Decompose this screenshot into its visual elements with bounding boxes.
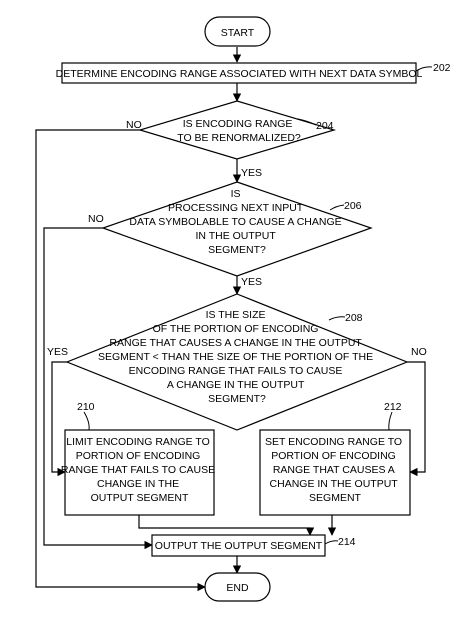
leader-204 [297, 118, 317, 126]
process-212-line-3: RANGE THAT CAUSES A [273, 464, 395, 476]
reference-numerals: 202 204 206 208 210 212 214 [77, 62, 451, 548]
leader-214 [324, 540, 339, 545]
decision-208 [65, 293, 409, 431]
decision-208-line-1: IS THE SIZE [206, 309, 266, 321]
svg-text:SET ENCODING RANGE TO PO: SET ENCODING RANGE TO PORTION OF ENCODIN… [265, 436, 405, 504]
process-212-line-1: SET ENCODING RANGE TO [265, 436, 402, 448]
process-212 [259, 429, 411, 516]
node-start: START [204, 16, 271, 47]
svg-text:IS THE SIZE OF THE PORTI: IS THE SIZE OF THE PORTION OF ENCODING R… [98, 309, 376, 405]
branch-206-yes: YES [241, 276, 262, 288]
decision-208-line-5: ENCODING RANGE THAT FAILS TO CAUSE [129, 365, 343, 377]
end-label: END [226, 582, 249, 594]
decision-208-line-3: RANGE THAT CAUSES A CHANGE IN THE OUTPUT [109, 337, 362, 349]
edge-204-no [35, 129, 206, 592]
connectors [35, 47, 426, 592]
process-202-label: DETERMINE ENCODING RANGE ASSOCIATED WITH… [56, 68, 423, 80]
branch-206-no: NO [88, 213, 104, 225]
branch-labels: NO YES NO YES YES NO [47, 119, 427, 358]
start-label: START [221, 27, 255, 39]
node-end: END [204, 572, 271, 602]
node-210: LIMIT ENCODING RANGE TO PORTION OF ENCOD… [61, 429, 218, 516]
ref-208: 208 [345, 312, 363, 324]
edge-208-no [407, 361, 426, 477]
process-210-line-2: PORTION OF ENCODING [76, 450, 201, 462]
process-212-line-4: CHANGE IN THE OUTPUT [270, 478, 399, 490]
decision-208-line-7: SEGMENT? [208, 393, 266, 405]
ref-214: 214 [338, 536, 356, 548]
leader-208 [328, 316, 346, 321]
process-214 [151, 534, 326, 557]
process-210-line-5: OUTPUT SEGMENT [91, 492, 189, 504]
decision-206 [101, 181, 373, 277]
decision-206-line-2: PROCESSING NEXT INPUT [168, 202, 304, 214]
edge-210-214 [138, 515, 315, 536]
node-214: OUTPUT THE OUTPUT SEGMENT [151, 534, 326, 557]
branch-208-yes: YES [47, 346, 68, 358]
decision-204 [137, 100, 337, 160]
ref-210: 210 [77, 401, 95, 413]
leader-210 [83, 411, 90, 431]
edge-206-no [43, 227, 153, 550]
decision-204-line-2: TO BE RENORMALIZED? [177, 132, 301, 144]
decision-206-line-1: IS [231, 188, 241, 200]
node-202: DETERMINE ENCODING RANGE ASSOCIATED WITH… [56, 62, 423, 84]
process-210 [64, 429, 215, 516]
decision-204-line-1: IS ENCODING RANGE [183, 118, 293, 130]
ref-202: 202 [433, 62, 451, 74]
svg-text:DETERMINE ENCODING RANGE ASSOC: DETERMINE ENCODING RANGE ASSOCIATED WITH… [56, 68, 423, 80]
process-210-line-4: CHANGE IN THE [97, 478, 179, 490]
node-204: IS ENCODING RANGE TO BE RENORMALIZED? [137, 100, 337, 160]
svg-text:END: END [226, 582, 249, 594]
branch-204-yes: YES [241, 167, 262, 179]
process-212-line-5: SEGMENT [309, 492, 362, 504]
decision-208-line-2: OF THE PORTION OF ENCODING [153, 323, 319, 335]
branch-204-no: NO [126, 119, 142, 131]
process-214-label: OUTPUT THE OUTPUT SEGMENT [155, 540, 323, 552]
leader-206 [329, 204, 345, 211]
ref-204: 204 [316, 120, 334, 132]
decision-208-line-6: A CHANGE IN THE OUTPUT [167, 379, 305, 391]
ref-212: 212 [384, 401, 402, 413]
process-210-line-1: LIMIT ENCODING RANGE TO [66, 436, 210, 448]
ref-206: 206 [344, 200, 362, 212]
leader-202 [415, 66, 433, 72]
end-terminal [204, 572, 271, 602]
decision-206-line-4: IN THE OUTPUT [195, 230, 276, 242]
process-210-line-3: RANGE THAT FAILS TO CAUSE [61, 464, 215, 476]
svg-text:LIMIT ENCODING RANGE TO: LIMIT ENCODING RANGE TO PORTION OF ENCOD… [61, 436, 218, 504]
svg-text:IS ENCODING RANGE TO BE: IS ENCODING RANGE TO BE RENORMALIZED? [177, 118, 301, 144]
decision-206-line-5: SEGMENT? [208, 244, 266, 256]
process-212-line-2: PORTION OF ENCODING [271, 450, 396, 462]
branch-208-no: NO [411, 346, 427, 358]
svg-text:IS PROCESSING NEXT INPUT: IS PROCESSING NEXT INPUT DATA SYMBOLABLE… [129, 188, 344, 256]
svg-text:START: START [221, 27, 255, 39]
start-terminal [204, 16, 271, 47]
decision-206-line-3: DATA SYMBOLABLE TO CAUSE A CHANGE [129, 216, 341, 228]
node-206: IS PROCESSING NEXT INPUT DATA SYMBOLABLE… [101, 181, 373, 277]
node-208: IS THE SIZE OF THE PORTION OF ENCODING R… [65, 293, 409, 431]
edge-208-yes [51, 361, 67, 477]
decision-208-line-4: SEGMENT < THAN THE SIZE OF THE PORTION O… [98, 351, 373, 363]
svg-text:OUTPUT THE OUTPUT SEGMENT: OUTPUT THE OUTPUT SEGMENT [155, 540, 323, 552]
process-202 [61, 62, 417, 84]
leader-212 [388, 411, 393, 431]
node-212: SET ENCODING RANGE TO PORTION OF ENCODIN… [259, 429, 411, 516]
